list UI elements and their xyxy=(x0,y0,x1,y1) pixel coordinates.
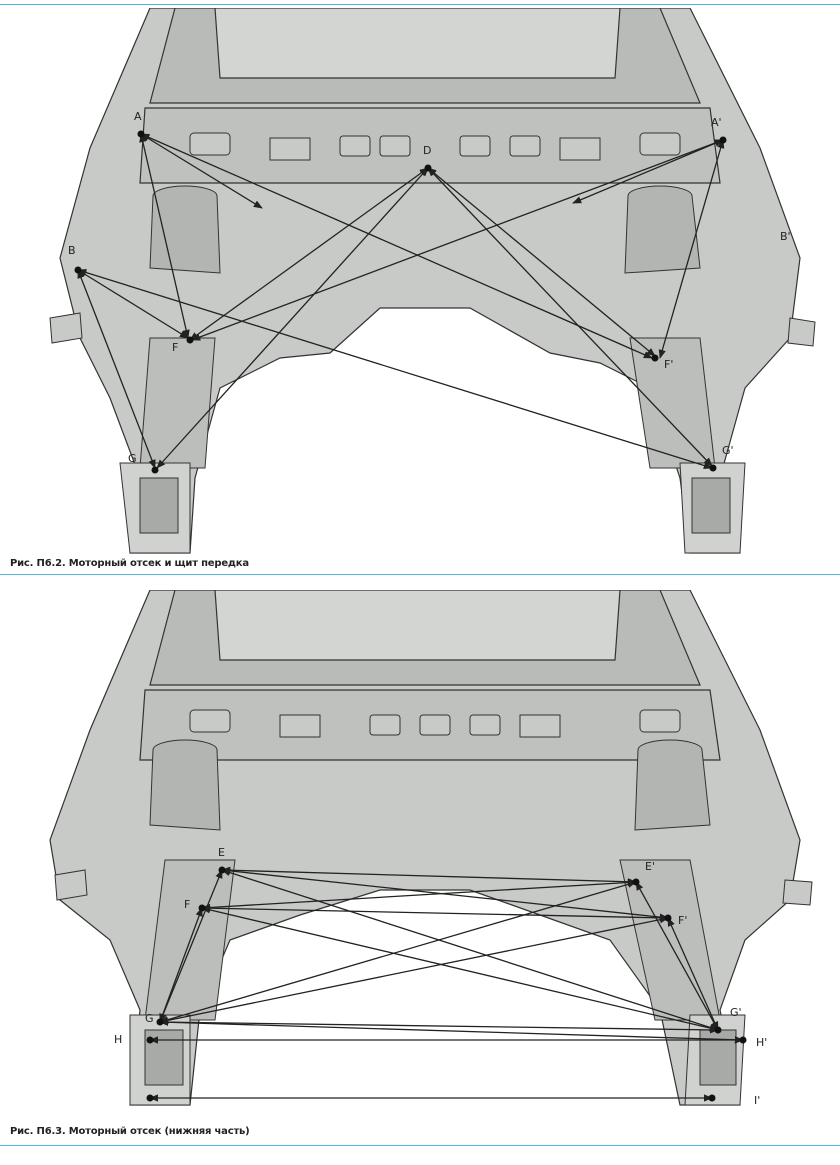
point-F xyxy=(186,336,194,344)
figure-2-caption: Рис. П6.3. Моторный отсек (нижняя часть) xyxy=(10,1126,250,1137)
engine-bay-diagram-2: E E' F F' G G' H H' I' xyxy=(49,590,813,1107)
caption-rule-1 xyxy=(0,574,840,575)
measurement-points-2 xyxy=(146,866,747,1102)
label-F-prime: F' xyxy=(664,358,673,371)
strut-towers-2 xyxy=(149,739,711,831)
engine-bay-diagram-1: A A' B B' D F F' G G' xyxy=(49,8,816,554)
point-A xyxy=(137,130,145,138)
measurement-lines-2 xyxy=(149,866,744,1102)
side-brackets-2 xyxy=(54,869,813,906)
label-G-prime-2: G' xyxy=(730,1006,742,1019)
point-F-prime xyxy=(651,354,659,362)
cowl-panel-cutouts-2 xyxy=(189,709,681,738)
label-A-prime: A' xyxy=(711,116,722,129)
side-brackets xyxy=(49,312,816,347)
point-F-prime-2 xyxy=(664,914,672,922)
label-H: H xyxy=(114,1033,122,1046)
label-G: G xyxy=(128,452,137,465)
label-F-2: F xyxy=(184,898,190,911)
front-rails-2 xyxy=(129,859,746,1106)
label-D: D xyxy=(423,144,431,157)
label-H-prime: H' xyxy=(756,1036,767,1049)
label-A: A xyxy=(134,110,142,123)
figure-engine-bay-front-panel: A A' B B' D F F' G G' xyxy=(0,8,840,563)
label-G-prime: G' xyxy=(722,444,734,457)
point-G-2 xyxy=(156,1018,164,1026)
point-G xyxy=(151,466,159,474)
point-G-prime xyxy=(709,464,717,472)
label-B-prime: B' xyxy=(780,230,791,243)
label-E-prime: E' xyxy=(645,860,655,873)
measurement-lines xyxy=(77,133,725,470)
point-B xyxy=(74,266,82,274)
top-rule xyxy=(0,4,840,5)
car-body-outline-2 xyxy=(49,590,801,1106)
point-G-prime-2 xyxy=(714,1026,722,1034)
label-F: F xyxy=(172,341,178,354)
label-F-prime-2: F' xyxy=(678,914,687,927)
point-D xyxy=(424,164,432,172)
label-B: B xyxy=(68,244,76,257)
point-E-prime xyxy=(632,878,640,886)
point-A-prime xyxy=(719,136,727,144)
point-E xyxy=(218,866,226,874)
point-I xyxy=(146,1094,154,1102)
label-G-2: G xyxy=(145,1012,154,1025)
point-H xyxy=(146,1036,154,1044)
figure-engine-bay-lower: E E' F F' G G' H H' I' xyxy=(0,590,840,1115)
label-E: E xyxy=(218,846,225,859)
point-H-prime xyxy=(739,1036,747,1044)
point-I-prime xyxy=(708,1094,716,1102)
measurement-points xyxy=(74,130,727,474)
point-F-2 xyxy=(198,904,206,912)
figure-1-caption: Рис. П6.2. Моторный отсек и щит передка xyxy=(10,558,249,569)
caption-rule-2 xyxy=(0,1145,840,1146)
label-I-prime: I' xyxy=(754,1094,760,1107)
